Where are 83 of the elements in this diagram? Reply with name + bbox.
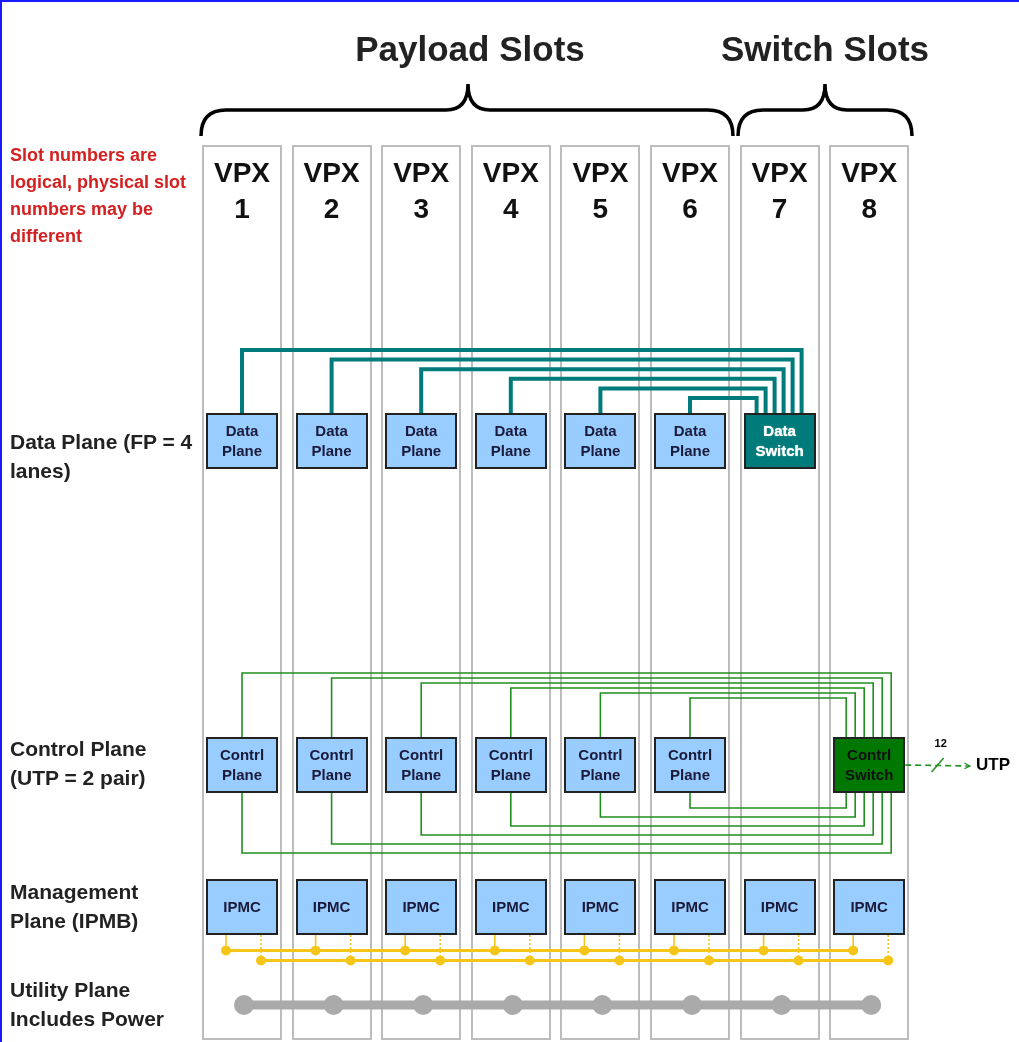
connector-line [240,348,804,413]
slot-label: VPX 7 [750,156,809,226]
connector-line [704,934,714,966]
slot-column [650,145,730,1040]
control-plane-box: Contrl Plane [385,737,458,793]
slot-column [291,145,372,1040]
data-plane-box: Data Plane [564,413,637,469]
ipmc-box: IPMC [743,879,816,935]
control-switch-box: Contrl Switch [833,737,906,793]
ipmc-box: IPMC [385,879,458,935]
slot-label: VPX 5 [571,156,630,226]
connector-line [510,792,865,827]
connector-line [510,687,865,738]
connector-line [330,792,883,845]
data-plane-box: Data Plane [385,413,458,469]
connector-line [848,934,859,956]
plane-label: Management Plane (IPMB) [10,879,140,934]
connector-line [419,367,786,413]
connector-line [904,762,971,770]
ipmc-box: IPMC [654,879,726,935]
data-switch-box: Data Switch [743,413,816,469]
slot-label: VPX 4 [481,156,540,226]
slot-column [560,145,641,1040]
connector-line [793,934,804,966]
control-plane-box: Contrl Plane [206,737,278,793]
connector-line [329,357,795,413]
slot-label: VPX 8 [840,156,899,226]
plane-label: Utility Plane Includes Power [10,977,166,1032]
ipmb-bus-line [257,959,892,962]
control-plane-box: Contrl Plane [295,737,368,793]
connector-line [688,396,759,413]
connector-line [420,682,874,738]
slot-label: VPX 3 [392,156,451,226]
slot-column [202,145,282,1040]
connector-line [489,934,500,956]
connector-line [241,672,892,738]
data-plane-box: Data Plane [206,413,278,469]
slot-label: VPX 2 [302,156,361,226]
data-plane-box: Data Plane [654,413,726,469]
connector-line [689,697,847,738]
slot-column [739,145,820,1040]
connector-line [758,934,769,956]
connector-line [883,934,894,966]
connector-line [508,376,777,413]
section-heading: Switch Slots [719,28,931,69]
connector-line [241,792,892,854]
connector-line [400,934,411,956]
connector-line [579,934,590,956]
control-plane-box: Contrl Plane [474,737,547,793]
connector-line [689,792,847,809]
connector-line [345,934,356,966]
slot-column [381,145,462,1040]
slot-column [829,145,910,1040]
connector-line [310,934,321,956]
connector-line [599,792,856,818]
connector-line [330,677,883,738]
slot-label: VPX 6 [661,156,719,226]
ipmc-box: IPMC [564,879,637,935]
connector-line [420,792,874,836]
connector-line [669,934,679,956]
plane-label: Control Plane (UTP = 2 pair) [10,736,148,791]
control-plane-box: Contrl Plane [564,737,637,793]
connector-line [598,386,768,413]
section-heading: Payload Slots [354,28,586,69]
data-plane-box: Data Plane [474,413,547,469]
slot-label: VPX 1 [213,156,271,226]
ipmc-box: IPMC [833,879,906,935]
connector-line [524,934,535,966]
note-text: Slot numbers are logical, physical slot numbers may be different [10,144,188,248]
utp-label: UTP [976,752,1016,778]
ipmc-box: IPMC [474,879,547,935]
connector-line [256,934,266,966]
edge-label: 12 [934,737,947,750]
slot-column [470,145,551,1040]
ipmc-box: IPMC [295,879,368,935]
data-plane-box: Data Plane [295,413,368,469]
connector-line [599,692,856,738]
connector-line [221,934,231,956]
connector-line [614,934,625,966]
control-plane-box: Contrl Plane [654,737,726,793]
ipmc-box: IPMC [206,879,278,935]
plane-label: Data Plane (FP = 4 lanes) [10,429,194,484]
connector-line [435,934,446,966]
